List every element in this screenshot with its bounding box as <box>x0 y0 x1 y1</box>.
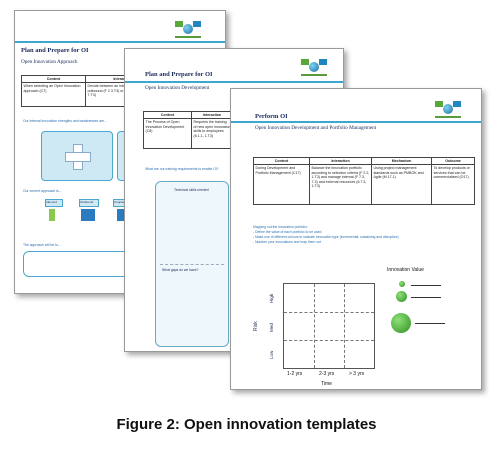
prompt-text: Our current approach is... <box>23 189 62 193</box>
template-page-portfolio: Perform OI Open Innovation Development a… <box>230 88 482 390</box>
logo-icon <box>301 59 327 77</box>
table-cell: When selecting an Open Innovation approa… <box>21 82 86 108</box>
legend-line <box>411 297 441 298</box>
training-box: Technical skills needed What gaps do we … <box>155 181 229 347</box>
page-subtitle: Open Innovation Approach <box>21 59 78 65</box>
table-header: Interaction <box>191 110 233 120</box>
page-title: Perform OI <box>255 113 288 120</box>
legend-dot-small <box>399 281 405 287</box>
header-rule <box>231 121 481 123</box>
note-line: - Number your innovations and map them o… <box>253 240 322 244</box>
grid-line <box>284 340 374 341</box>
arrow-icon <box>49 209 55 221</box>
page-subtitle: Open Innovation Development and Portfoli… <box>255 125 377 131</box>
plus-icon <box>65 144 91 170</box>
note-line: Mapping out the innovation portfolio: <box>253 225 308 229</box>
table-header: Context <box>253 156 310 166</box>
ccmo-table: Context Interaction Mechanism Outcome Du… <box>253 156 475 206</box>
x-tick: 1-2 yrs <box>287 371 303 377</box>
chip-label: Outbound <box>80 200 94 204</box>
table-cell: During Development and Portfolio Managem… <box>253 164 310 206</box>
strength-box <box>41 131 113 181</box>
header-rule <box>15 41 225 43</box>
chip-outbound <box>79 199 99 207</box>
table-cell: Using project management standards such … <box>371 164 432 206</box>
legend-line <box>411 285 441 286</box>
table-cell: The Process of Open Innovation Developme… <box>143 118 192 150</box>
table-header: Context <box>21 74 86 84</box>
logo-icon <box>435 101 461 119</box>
square-icon <box>117 209 125 221</box>
prompt-text: What are our training requirements to en… <box>145 167 219 171</box>
table-header: Mechanism <box>371 156 432 166</box>
table-header: Interaction <box>309 156 372 166</box>
grid-line <box>314 284 315 368</box>
legend-dot-large <box>391 313 411 333</box>
note-line: - Define the value of each portfolio to … <box>253 230 322 234</box>
grid-line <box>344 284 345 368</box>
answer-box <box>23 251 140 277</box>
page-title: Plan and Prepare for OI <box>21 47 89 54</box>
portfolio-matrix <box>283 283 375 369</box>
legend-line <box>415 323 445 324</box>
table-header: Context <box>143 110 192 120</box>
header-rule <box>125 81 343 83</box>
divider <box>160 264 224 265</box>
legend-dot-medium <box>396 291 407 302</box>
y-axis-label: Risk <box>253 321 259 331</box>
square-icon <box>81 209 95 221</box>
logo-icon <box>175 21 201 39</box>
table-cell: Balance the innovation portfolio accordi… <box>309 164 372 206</box>
prompt-text: The approach will be to... <box>23 243 61 247</box>
y-tick: Low <box>269 350 274 359</box>
x-axis-label: Time <box>321 381 332 387</box>
chip-label: Coupled <box>114 200 126 204</box>
table-cell: To develop products or services that can… <box>431 164 475 206</box>
legend-title: Innovation Value <box>387 267 424 273</box>
page-title: Plan and Prepare for OI <box>145 71 213 78</box>
table-cell: Requires the training of new open innova… <box>191 118 233 150</box>
x-tick: > 3 yrs <box>349 371 365 377</box>
y-tick: Med <box>269 323 274 332</box>
figure-caption: Figure 2: Open innovation templates <box>116 416 377 433</box>
box-label: Technical skills needed <box>174 188 209 192</box>
y-tick: High <box>269 293 274 303</box>
box-label: What gaps do we have? <box>162 268 199 272</box>
prompt-text: Our internal innovation strengths and we… <box>23 119 107 123</box>
chip-inbound <box>45 199 63 207</box>
page-subtitle: Open Innovation Development <box>145 85 210 91</box>
note-line: - Make use of different colours to indic… <box>253 235 399 239</box>
table-header: Outcome <box>431 156 475 166</box>
ccmo-table: Context Interaction The Process of Open … <box>143 110 233 150</box>
chip-label: Inbound <box>46 200 57 204</box>
grid-line <box>284 312 374 313</box>
x-tick: 2-3 yrs <box>319 371 335 377</box>
